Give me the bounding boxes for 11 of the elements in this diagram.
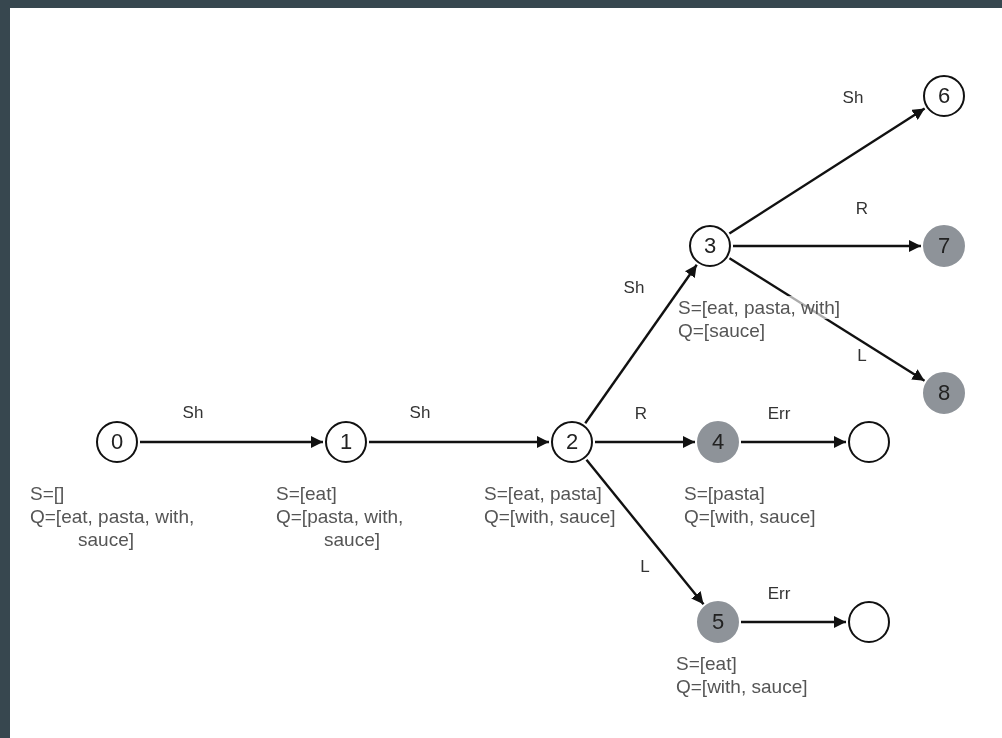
arrow: [733, 240, 921, 252]
arrow: [741, 616, 846, 628]
arrow: [728, 107, 926, 235]
arrow: [741, 436, 846, 448]
arrow: [140, 436, 323, 448]
arrow: [585, 459, 705, 605]
arrow: [369, 436, 549, 448]
state-text: S=[eat, pasta, with]: [678, 296, 841, 319]
arrow: [595, 436, 695, 448]
arrow: [584, 264, 698, 424]
arrow: [728, 257, 926, 382]
